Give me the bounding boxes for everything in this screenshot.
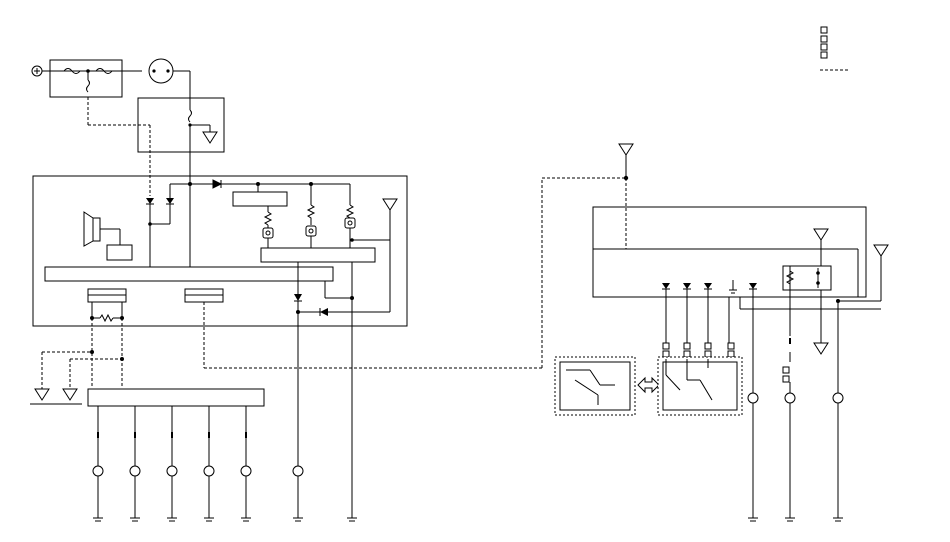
diode-pair [146, 198, 174, 205]
main-bus-bar [44, 266, 334, 282]
speaker-icon [83, 211, 101, 247]
legend [820, 26, 850, 71]
bulb-column-6 [292, 465, 304, 522]
antenna-icon [873, 244, 889, 257]
fuse-icon [63, 68, 113, 93]
ground-icon [347, 517, 357, 522]
diode-icon [212, 179, 223, 189]
ground-icon [93, 517, 103, 522]
lower-bus-bar [87, 388, 265, 407]
swap-arrow-icon[interactable] [637, 376, 660, 394]
bulb-column-4 [203, 406, 215, 522]
antenna-icon [813, 228, 829, 241]
ground-icon [34, 388, 50, 401]
bulb-column-1 [92, 406, 104, 522]
amp-box [106, 244, 133, 261]
bulb-column-5 [240, 406, 252, 522]
bulb-column-3 [166, 406, 178, 522]
ground-icon [202, 131, 218, 144]
ground-icon [813, 342, 829, 355]
switch-detail-right [657, 356, 743, 416]
diode-row [662, 280, 757, 294]
antenna-icon [618, 143, 634, 156]
module-upper [232, 191, 288, 207]
battery-terminal-icon [31, 65, 43, 77]
resistor-lamp-1 [262, 211, 274, 248]
ignition-switch-icon [148, 58, 174, 84]
diode-icon [294, 294, 302, 301]
relay-box [137, 97, 225, 153]
switch-detail-left [554, 356, 636, 416]
bulb-column-2 [129, 406, 141, 522]
ground-icon [62, 388, 78, 401]
bulb-column-right [747, 392, 844, 522]
antenna-icon [382, 198, 398, 312]
resistor-lamp-3 [344, 204, 390, 248]
resistor-lamp-2 [305, 204, 317, 248]
control-unit-left [32, 175, 408, 327]
fuse-box [49, 59, 123, 98]
module-mid [260, 247, 376, 263]
